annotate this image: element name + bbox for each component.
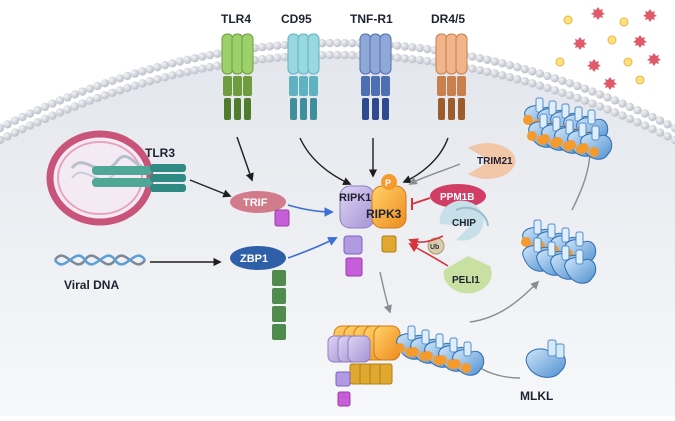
label-ub: Ub	[430, 244, 439, 251]
mlkl-monomer	[525, 339, 566, 378]
ubiquitin-badge	[427, 237, 445, 255]
viral-dna-helix	[53, 254, 147, 266]
mlkl-oligomer	[521, 219, 597, 284]
cd95-receptor	[287, 33, 320, 120]
label-tlr4: TLR4	[221, 12, 251, 26]
label-ripk1: RIPK1	[339, 192, 371, 204]
label-ppm1b: PPM1B	[440, 192, 474, 203]
necrosome-amyloid-complex	[327, 325, 485, 407]
label-trif: TRIF	[243, 197, 268, 209]
label-viral-dna: Viral DNA	[64, 278, 119, 292]
label-mlkl: MLKL	[520, 389, 553, 403]
cell-cytoplasm	[0, 55, 675, 416]
arrow-chip-to-ripk3	[408, 235, 444, 248]
label-tnfr1: TNF-R1	[350, 12, 393, 26]
tlr4-receptor	[221, 33, 254, 120]
mlkl-subunit	[564, 249, 597, 284]
released-damps	[555, 7, 661, 90]
inhibit-ppm1b-ripk3	[411, 197, 431, 205]
tnfr1-receptor	[359, 33, 392, 120]
mlkl-subunit	[451, 341, 485, 376]
arrow-cd95-to-ripk1	[299, 137, 352, 186]
label-dr45: DR4/5	[431, 12, 465, 26]
label-trim21: TRIM21	[477, 156, 513, 167]
zbp1-adaptor	[230, 246, 286, 340]
label-ripk3-phospho: P	[385, 178, 391, 188]
arrow-tlr4-to-trif	[236, 136, 254, 182]
arrow-trim21-to-ripk3	[408, 163, 461, 185]
endosomal-rna	[70, 154, 144, 171]
arrow-complex-to-oligomer	[469, 280, 540, 323]
trim21-regulator	[468, 142, 516, 180]
mlkl-membrane-pore	[523, 97, 613, 160]
label-ripk3: RIPK3	[366, 207, 402, 221]
label-zbp1: ZBP1	[240, 253, 268, 265]
tlr3-receptor	[92, 164, 186, 192]
arrow-zbp1-to-necrosome	[287, 237, 338, 259]
label-cd95: CD95	[281, 12, 312, 26]
ripk3-protein	[371, 185, 407, 253]
mlkl-subunit	[579, 125, 613, 160]
ppm1b-regulator	[430, 184, 486, 208]
chip-regulator	[439, 200, 489, 241]
arrow-trif-to-necrosome	[287, 204, 334, 217]
ripk3-phospho-badge	[381, 174, 397, 190]
arrow-necrosome-to-complex	[379, 271, 392, 314]
label-chip: CHIP	[452, 218, 476, 229]
arrow-dr45-to-ripk3	[402, 137, 449, 184]
arrow-tlr3-to-trif	[189, 179, 232, 198]
label-peli1: PELI1	[452, 275, 480, 286]
dr45-receptor	[435, 33, 468, 120]
peli1-regulator	[443, 256, 492, 294]
arrow-peli1-to-ripk3	[408, 243, 449, 267]
trif-adaptor	[230, 191, 290, 227]
label-tlr3: TLR3	[145, 146, 175, 160]
